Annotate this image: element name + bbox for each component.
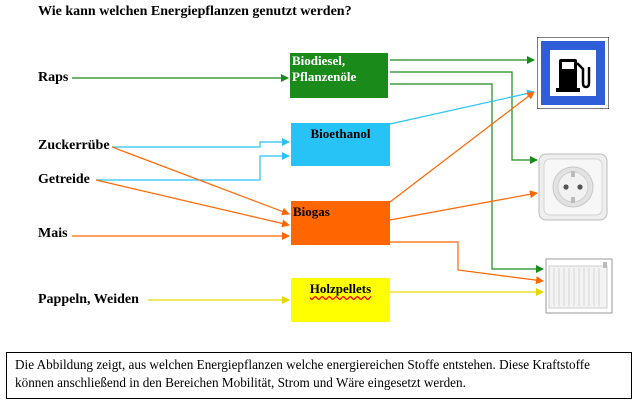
diagram-title: Wie kann welchen Energiepflanzen genutzt… bbox=[38, 4, 352, 19]
source-getreide: Getreide bbox=[38, 172, 90, 187]
arrow-biogas-heat bbox=[390, 241, 544, 285]
arrow-biogas-electricity bbox=[389, 190, 538, 221]
source-zuckerruebe: Zuckerrübe bbox=[38, 138, 110, 153]
box-bioethanol: Bioethanol bbox=[291, 123, 390, 166]
source-raps: Raps bbox=[38, 70, 69, 85]
radiator-icon bbox=[545, 258, 613, 319]
box-holzpellets: Holzpellets bbox=[291, 278, 390, 322]
holzpellets-label: Holzpellets bbox=[309, 281, 372, 296]
source-pappeln-weiden: Pappeln, Weiden bbox=[38, 292, 139, 307]
biodiesel-label-line1: Biodiesel, bbox=[292, 53, 346, 68]
arrow-getreide-bioethanol bbox=[96, 152, 290, 181]
arrow-bioethanol-mobility bbox=[389, 89, 535, 125]
box-biodiesel: Biodiesel, Pflanzenöle bbox=[290, 53, 388, 98]
bioethanol-label: Bioethanol bbox=[310, 126, 371, 141]
caption-text: Die Abbildung zeigt, aus welchen Energie… bbox=[15, 357, 591, 390]
biogas-label: Biogas bbox=[293, 204, 330, 219]
power-socket-icon bbox=[538, 153, 608, 226]
arrow-biodiesel-heat bbox=[390, 83, 544, 273]
arrow-biogas-mobility bbox=[389, 91, 535, 203]
caption-box: Die Abbildung zeigt, aus welchen Energie… bbox=[6, 352, 632, 399]
arrow-zuckerruebe-bioethanol bbox=[112, 138, 290, 148]
arrow-zuckerruebe-biogas bbox=[111, 146, 290, 216]
fuel-pump-icon bbox=[536, 36, 610, 114]
box-biogas: Biogas bbox=[291, 201, 390, 245]
arrow-getreide-biogas bbox=[95, 179, 290, 228]
arrow-biodiesel-electricity bbox=[390, 71, 538, 164]
biodiesel-label-line2: Pflanzenöle bbox=[292, 69, 357, 84]
source-mais: Mais bbox=[38, 226, 68, 241]
